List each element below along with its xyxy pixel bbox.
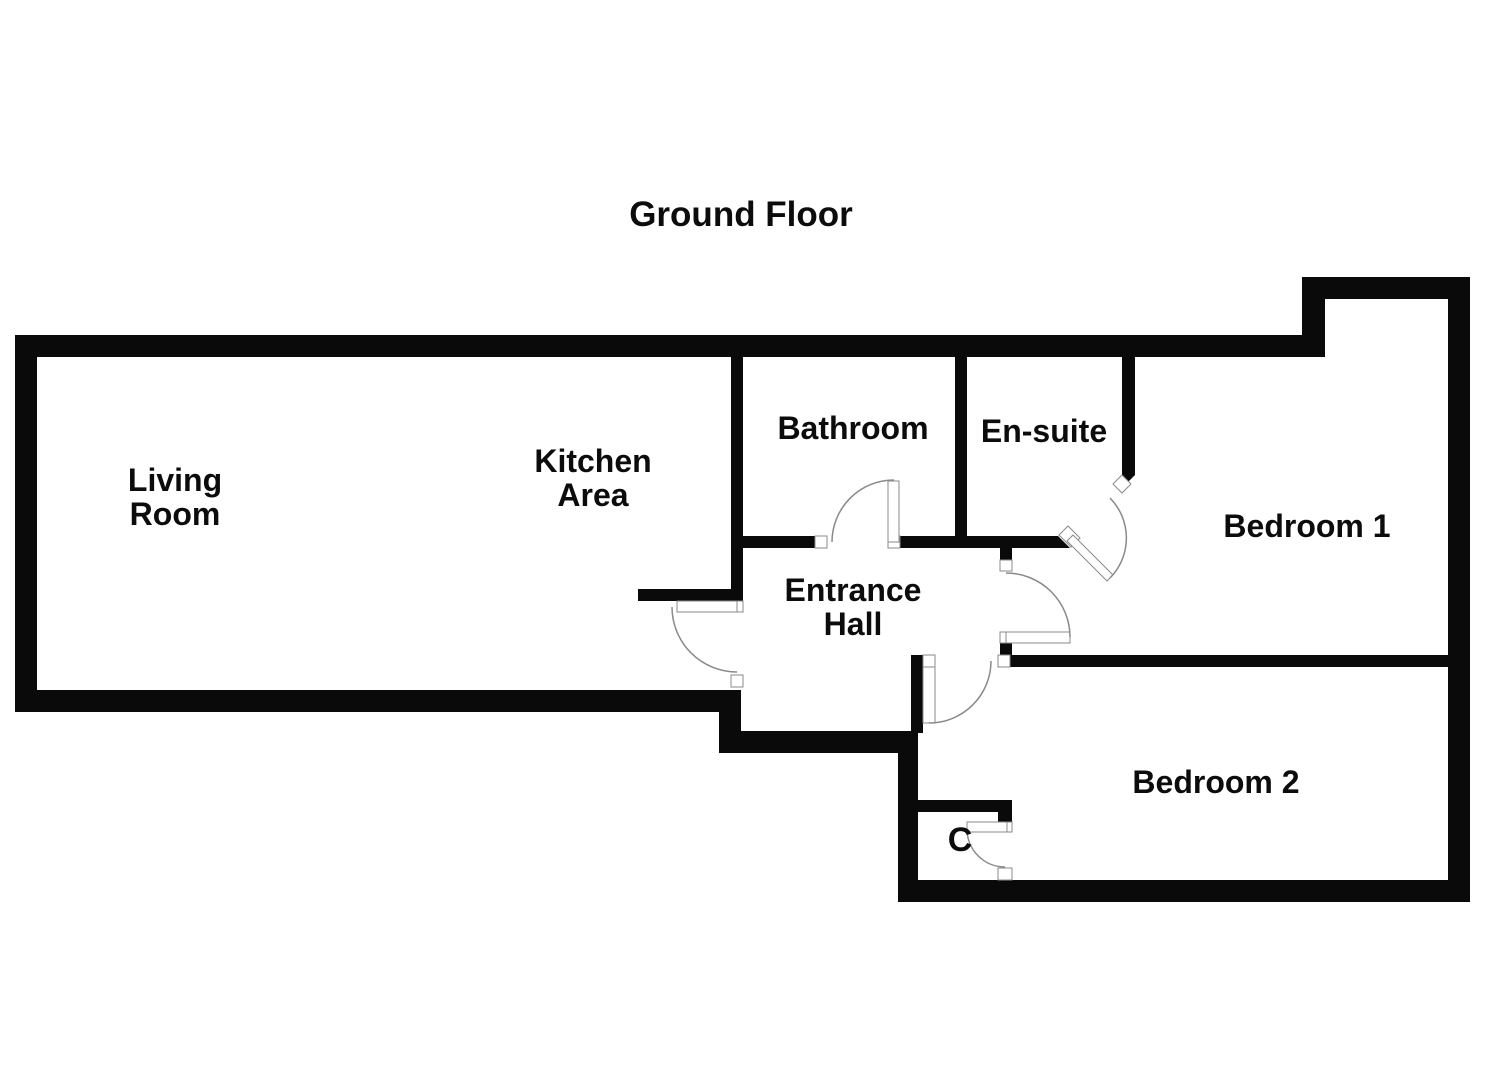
wall-ensuite-right (1122, 357, 1135, 475)
kitchen-hall-door-leaf (676, 600, 738, 613)
ensuite-door-leaf (1066, 534, 1114, 582)
wall-bathroom-ensuite (955, 357, 967, 548)
jamb-bedroom2-left (922, 654, 936, 668)
wall-bottom (898, 880, 1470, 902)
wall-hall-bottom (719, 731, 914, 753)
wall-ensuite-bottom-mitre (1058, 536, 1070, 548)
bedroom2-door (922, 660, 992, 724)
wall-bed2-left (898, 731, 918, 902)
wall-ensuite-bottom (967, 536, 1058, 548)
room-label-bathroom: Bathroom (777, 410, 929, 446)
jamb-bathroom-left (814, 535, 828, 549)
bedroom2-door-leaf (922, 666, 936, 724)
wall-cupboard-right (998, 800, 1012, 822)
bathroom-door-leaf (887, 480, 900, 543)
jamb-bedroom2-right (997, 654, 1011, 668)
wall-hall-bed1-upper (1000, 545, 1012, 560)
room-label-kitchen-area: Kitchen Area (534, 443, 652, 513)
wall-left (15, 335, 37, 712)
cupboard-door (966, 821, 1008, 868)
room-label-living-room: Living Room (127, 462, 223, 532)
interior-walls (638, 357, 1448, 822)
outer-walls (15, 277, 1470, 902)
ensuite-door-arc (1109, 497, 1128, 579)
wall-kitchen-hall (731, 357, 743, 601)
floor-title: Ground Floor (629, 195, 853, 234)
room-label-cupboard: C (947, 821, 973, 859)
bedroom1-door-arc (1005, 572, 1071, 638)
cupboard-door-leaf (966, 821, 1008, 833)
wall-bathroom-bottom-left (737, 536, 815, 548)
wall-top-main (15, 335, 1325, 357)
wall-right (1448, 277, 1470, 902)
ensuite-door (1066, 497, 1128, 582)
wall-notch-top (1302, 277, 1470, 299)
kitchen-hall-door (671, 600, 738, 673)
jamb-kitchen-bottom (730, 674, 744, 688)
wall-cupboard-top (918, 800, 1010, 812)
room-label-bedroom-2: Bedroom 2 (1132, 764, 1300, 800)
jamb-bedroom1-top (999, 559, 1013, 572)
wall-hall-bed1-lower (1000, 643, 1012, 657)
wall-kitchen-stub (638, 589, 731, 601)
wall-bathroom-bottom-right (900, 536, 955, 548)
kitchen-hall-door-arc (671, 606, 738, 673)
jamb-ensuite-upper (1112, 474, 1132, 494)
bedroom1-door (1005, 572, 1071, 644)
bedroom2-door-arc (928, 660, 992, 724)
room-label-entrance-hall: Entrance Hall (784, 572, 922, 642)
wall-bed1-bed2-divider (1010, 655, 1448, 667)
bathroom-door-arc (831, 479, 895, 543)
room-label-en-suite: En-suite (980, 413, 1108, 449)
wall-hall-bed2 (911, 655, 923, 733)
room-label-bedroom-1: Bedroom 1 (1223, 508, 1391, 544)
wall-living-bottom (15, 690, 741, 712)
bathroom-door (831, 479, 900, 543)
jamb-cupboard-bottom (997, 867, 1013, 881)
cupboard-door-arc (966, 828, 1006, 868)
bedroom1-door-leaf (1005, 631, 1071, 644)
